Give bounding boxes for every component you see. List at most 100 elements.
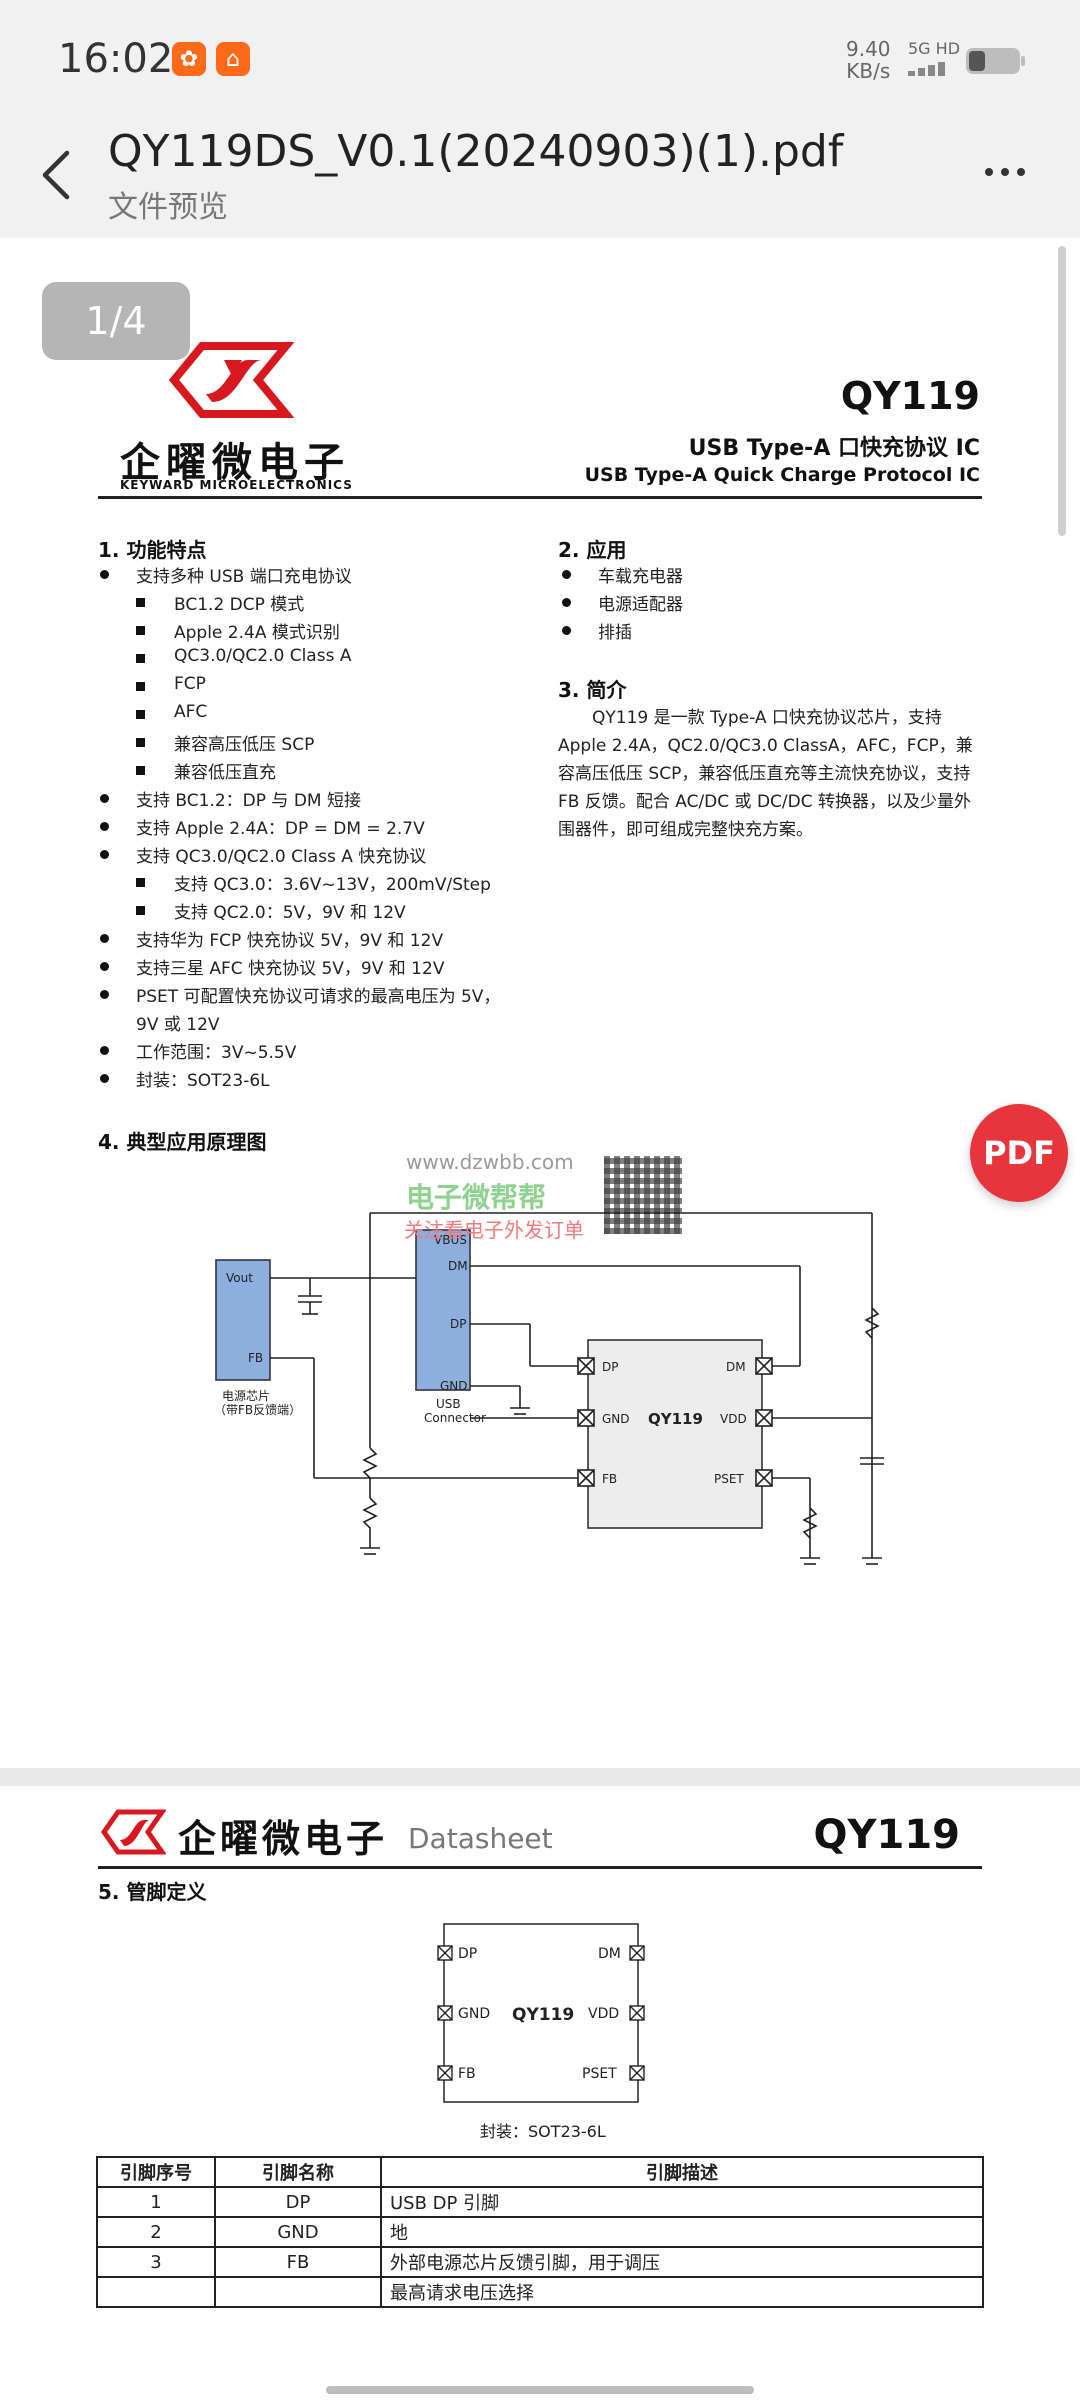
- bullet: [100, 570, 109, 579]
- sch-usb-label: USB: [436, 1397, 461, 1411]
- watermark: www.dzwbb.com 电子微帮帮 关注看电子外发订单: [390, 1150, 690, 1250]
- table-cell: 地: [380, 2216, 984, 2248]
- pkg-ic-label: QY119: [512, 2005, 574, 2025]
- sch-gnd-label: GND: [440, 1379, 468, 1393]
- bullet: [562, 598, 571, 607]
- application-item: 排插: [598, 623, 632, 643]
- battery-icon: [966, 48, 1025, 74]
- sch-pin-fb: FB: [602, 1472, 617, 1486]
- file-subtitle: 文件预览: [108, 190, 228, 225]
- scrollbar[interactable]: [1058, 246, 1066, 536]
- bullet: [100, 990, 109, 999]
- document-viewer[interactable]: 企曜微电子 KEYWARD MICROELECTRONICS QY119 USB…: [0, 238, 1080, 2400]
- section-applications-title: 2. 应用: [558, 538, 627, 562]
- status-bar: 16:02 ✿ ⌂ 9.40 KB/s 5G HD: [0, 0, 1080, 120]
- table-cell: [214, 2276, 382, 2308]
- table-cell: 1: [96, 2186, 216, 2218]
- table-row: 最高请求电压选择: [96, 2276, 984, 2308]
- feature-item: 支持 QC2.0：5V，9V 和 12V: [174, 903, 406, 923]
- section-features-title: 1. 功能特点: [98, 538, 207, 562]
- sub-bullet: [136, 710, 145, 719]
- pkg-pin-pset: PSET: [582, 2066, 617, 2082]
- bullet: [100, 794, 109, 803]
- back-button[interactable]: [26, 140, 86, 210]
- sch-vbus-label: VBUS: [434, 1233, 467, 1247]
- more-options-button[interactable]: [970, 142, 1040, 202]
- feature-item: 兼容高压低压 SCP: [174, 735, 315, 755]
- network-speed: 9.40 KB/s: [846, 37, 891, 83]
- table-cell: USB DP 引脚: [380, 2186, 984, 2218]
- pdf-button[interactable]: PDF: [970, 1104, 1068, 1202]
- application-item: 电源适配器: [598, 595, 683, 615]
- part-description-cn: USB Type-A 口快充协议 IC: [688, 436, 980, 461]
- sch-connector-label: Connector: [424, 1411, 486, 1425]
- watermark-sub: 关注看电子外发订单: [404, 1218, 584, 1242]
- table-cell: FB: [214, 2246, 382, 2278]
- table-cell: DP: [214, 2186, 382, 2218]
- sch-power-chip-note: （带FB反馈端）: [214, 1403, 301, 1417]
- more-dot-icon: [1017, 168, 1025, 176]
- pkg-pin-vdd: VDD: [588, 2006, 619, 2022]
- sch-dm-label: DM: [448, 1259, 468, 1273]
- table-cell: GND: [214, 2216, 382, 2248]
- table-cell: [96, 2276, 216, 2308]
- table-header: 引脚序号: [96, 2156, 216, 2188]
- app-notification-icon: ✿: [172, 42, 206, 76]
- part-number: QY119: [840, 374, 980, 418]
- sch-ic-label: QY119: [648, 1410, 703, 1428]
- feature-item: 9V 或 12V: [136, 1015, 220, 1035]
- table-cell: 外部电源芯片反馈引脚，用于调压: [380, 2246, 984, 2278]
- part-description-en: USB Type-A Quick Charge Protocol IC: [584, 464, 980, 486]
- sub-bullet: [136, 626, 145, 635]
- sch-fb-label: FB: [248, 1351, 263, 1365]
- bullet: [100, 934, 109, 943]
- pkg-pin-fb: FB: [458, 2066, 476, 2082]
- feature-item: 封装：SOT23-6L: [136, 1071, 270, 1091]
- feature-item: 兼容低压直充: [174, 763, 276, 783]
- brand-name-cn: 企曜微电子: [178, 1817, 389, 1861]
- bullet: [562, 570, 571, 579]
- feature-item: 支持 Apple 2.4A：DP = DM = 2.7V: [136, 819, 425, 839]
- chevron-left-icon: [42, 150, 70, 200]
- header-rule: [98, 1866, 982, 1869]
- feature-item: 支持 QC3.0：3.6V~13V，200mV/Step: [174, 875, 491, 895]
- status-time: 16:02: [58, 36, 174, 82]
- more-dot-icon: [985, 168, 993, 176]
- table-cell: 3: [96, 2246, 216, 2278]
- package-pinout: DP GND FB DM VDD PSET QY119: [437, 1923, 645, 2103]
- package-caption: 封装：SOT23-6L: [480, 2122, 606, 2141]
- bullet: [100, 1046, 109, 1055]
- feature-item: 支持 QC3.0/QC2.0 Class A 快充协议: [136, 847, 427, 867]
- table-row: 2 GND 地: [96, 2216, 984, 2248]
- brand-name-en: KEYWARD MICROELECTRONICS: [120, 478, 353, 492]
- feature-item: 支持 BC1.2：DP 与 DM 短接: [136, 791, 361, 811]
- company-logo-icon: [100, 1809, 166, 1855]
- sch-vout-label: Vout: [226, 1271, 253, 1285]
- watermark-url: www.dzwbb.com: [406, 1150, 574, 1174]
- feature-item: FCP: [174, 674, 206, 694]
- sch-pin-pset: PSET: [714, 1472, 744, 1486]
- bullet: [100, 1074, 109, 1083]
- table-header-row: 引脚序号 引脚名称 引脚描述: [96, 2156, 984, 2188]
- signal-icon: [908, 62, 954, 76]
- pdf-page-2: 企曜微电子 Datasheet QY119 5. 管脚定义 DP GND FB …: [0, 1786, 1080, 2400]
- sch-pin-dm: DM: [726, 1360, 746, 1374]
- table-header: 引脚描述: [380, 2156, 984, 2188]
- qr-code-icon: [604, 1156, 682, 1234]
- home-indicator[interactable]: [326, 2386, 754, 2394]
- sub-bullet: [136, 682, 145, 691]
- file-title: QY119DS_V0.1(20240903)(1).pdf: [108, 126, 844, 177]
- part-number: QY119: [813, 1812, 960, 1858]
- feature-item: 工作范围：3V~5.5V: [136, 1043, 297, 1063]
- application-item: 车载充电器: [598, 567, 683, 587]
- feature-item: BC1.2 DCP 模式: [174, 595, 305, 615]
- application-schematic: Vout FB 电源芯片 （带FB反馈端） VBUS DM DP GND USB…: [214, 1212, 884, 1565]
- table-row: 3 FB 外部电源芯片反馈引脚，用于调压: [96, 2246, 984, 2278]
- more-dot-icon: [1001, 168, 1009, 176]
- feature-item: 支持三星 AFC 快充协议 5V，9V 和 12V: [136, 959, 445, 979]
- shop-notification-icon: ⌂: [216, 42, 250, 76]
- network-type: 5G HD: [908, 39, 961, 58]
- brand-name-cn: 企曜微电子: [120, 440, 350, 486]
- sub-bullet: [136, 906, 145, 915]
- feature-item: 支持多种 USB 端口充电协议: [136, 567, 352, 587]
